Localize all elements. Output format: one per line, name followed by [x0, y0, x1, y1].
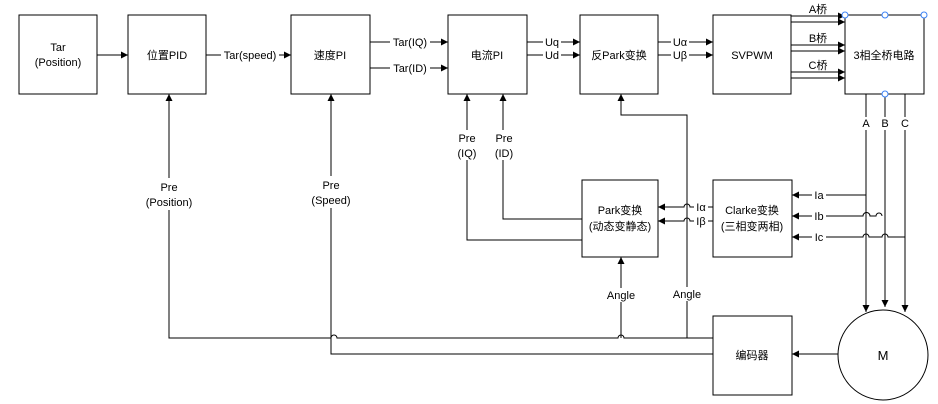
- wire-angle-invpark: [617, 94, 688, 338]
- label-ialpha: Iα: [696, 202, 706, 214]
- resize-handle-t[interactable]: [881, 11, 889, 19]
- label-ic: Ic: [815, 232, 824, 244]
- label-phase-b: B: [881, 118, 888, 130]
- label-c-bridge: C桥: [809, 59, 828, 72]
- block-encoder-label: 编码器: [736, 348, 769, 362]
- block-park: Park变换 (动态变静态): [581, 179, 659, 258]
- block-speed-pi-label: 速度PI: [314, 48, 346, 62]
- label-pre-id: Pre: [495, 133, 512, 145]
- label-tar-iq: Tar(IQ): [393, 37, 427, 49]
- block-bridge-label: 3相全桥电路: [853, 48, 914, 62]
- label-pre-position-sub: (Position): [146, 197, 192, 209]
- resize-handle-b[interactable]: [881, 90, 889, 98]
- block-motor: M: [837, 309, 929, 401]
- block-clarke: Clarke变换 (三相变两相): [712, 179, 793, 258]
- block-position-pid: 位置PID: [127, 14, 207, 95]
- block-encoder: 编码器: [712, 315, 793, 396]
- label-pre-position: Pre: [160, 182, 177, 194]
- label-ib: Ib: [814, 211, 823, 223]
- label-ud: Ud: [545, 50, 559, 62]
- label-pre-iq-sub: (IQ): [458, 148, 477, 160]
- label-pre-iq: Pre: [458, 133, 475, 145]
- label-angle-invpark: Angle: [673, 289, 701, 301]
- label-uq: Uq: [545, 37, 559, 49]
- label-pre-speed-sub: (Speed): [311, 195, 350, 207]
- label-pre-id-sub: (ID): [495, 148, 513, 160]
- block-svpwm: SVPWM: [712, 14, 792, 95]
- block-svpwm-label: SVPWM: [731, 50, 773, 62]
- block-park-sublabel: (动态变静态): [589, 219, 651, 233]
- label-ualpha: Uα: [673, 37, 688, 49]
- signal-labels: Tar(speed) Tar(IQ) Tar(ID) Uq Ud Uα Uβ A…: [140, 3, 911, 302]
- resize-handle-tr[interactable]: [920, 11, 928, 19]
- label-phase-a: A: [862, 118, 870, 130]
- label-angle-park: Angle: [607, 290, 635, 302]
- block-park-label: Park变换: [598, 203, 643, 217]
- label-a-bridge: A桥: [809, 3, 827, 16]
- block-current-pi-label: 电流PI: [471, 48, 503, 62]
- label-ubeta: Uβ: [673, 50, 687, 62]
- wire-ib: [792, 212, 883, 220]
- label-phase-c: C: [901, 118, 909, 130]
- wire-ic: [792, 233, 905, 241]
- block-motor-label: M: [878, 348, 889, 363]
- block-tar-label: Tar: [50, 42, 66, 54]
- label-ibeta: Iβ: [696, 216, 705, 228]
- label-ia: Ia: [814, 190, 824, 202]
- block-clarke-label: Clarke变换: [725, 203, 779, 217]
- block-position-pid-label: 位置PID: [147, 48, 187, 62]
- label-b-bridge: B桥: [809, 32, 827, 45]
- block-speed-pi: 速度PI: [290, 14, 371, 95]
- resize-handle-tl[interactable]: [841, 11, 849, 19]
- block-clarke-sublabel: (三相变两相): [721, 219, 783, 233]
- block-inverse-park-label: 反Park变换: [591, 48, 647, 62]
- wire-pre-iq: [463, 94, 582, 241]
- block-bridge: 3相全桥电路: [844, 14, 925, 95]
- label-pre-speed: Pre: [322, 180, 339, 192]
- label-tar-id: Tar(ID): [393, 63, 427, 75]
- block-tar: Tar (Position): [18, 14, 98, 95]
- wires-bridge-gates: [791, 12, 845, 82]
- block-current-pi: 电流PI: [447, 14, 528, 95]
- selection-handles[interactable]: [841, 11, 928, 98]
- block-tar-sublabel: (Position): [35, 57, 81, 69]
- block-inverse-park: 反Park变换: [579, 14, 659, 95]
- label-tar-speed: Tar(speed): [224, 50, 277, 62]
